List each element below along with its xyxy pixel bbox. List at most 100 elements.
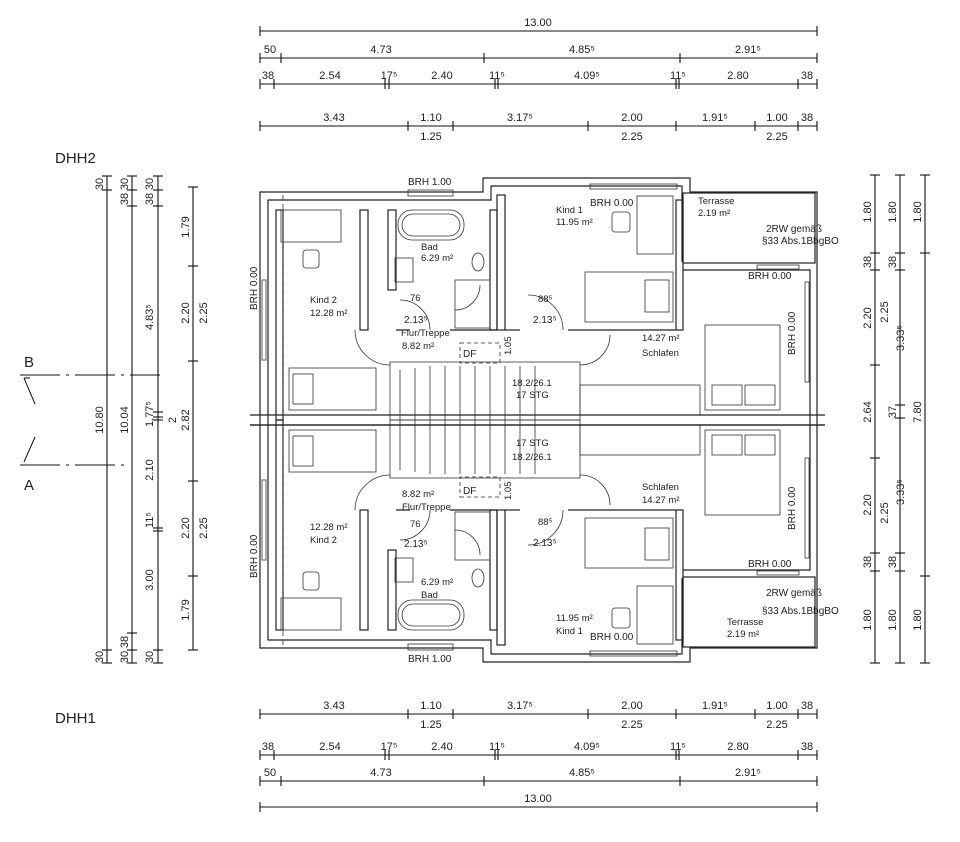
dhh2-door_bad_w: 76 xyxy=(410,293,421,304)
dimension-label: 4.85⁵ xyxy=(569,767,595,779)
dhh1-kind1-area: 11.95 m² xyxy=(556,613,593,624)
dhh1-kind2-name: Kind 2 xyxy=(310,535,337,546)
dimension-label: 2.20 xyxy=(862,307,874,328)
dimension-label: 3.17⁵ xyxy=(507,112,533,124)
dimension-label: 3.33⁵ xyxy=(895,479,907,505)
dhh2-brh_terrasse: BRH 0.00 xyxy=(748,271,792,282)
dimension-label: 1.80 xyxy=(912,609,924,630)
dhh2-rw_line1: 2RW gemäß xyxy=(766,224,822,235)
dhh2-door_kind1_h: 2.13⁵ xyxy=(533,315,557,326)
dimension-label: 2.40 xyxy=(431,741,452,753)
dimension-label: 38 xyxy=(144,193,156,205)
dhh2-stair_ratio: 18.2/26.1 xyxy=(512,378,552,389)
dhh1-bad-area: 6.29 m² xyxy=(421,577,453,588)
dimension-label: 30 xyxy=(94,651,106,663)
dimension-label: 1.10 xyxy=(420,700,441,712)
dimension-label: 2.64 xyxy=(862,401,874,422)
dimension-label: 11⁵ xyxy=(489,70,505,82)
dimension-label: 1.80 xyxy=(887,201,899,222)
dimension-label: 11⁵ xyxy=(670,70,686,82)
dhh1-kind2-area: 12.28 m² xyxy=(310,522,348,533)
dimension-label: 2.54 xyxy=(319,70,340,82)
dhh1-brh_terrasse: BRH 0.00 xyxy=(748,559,792,570)
dimension-label: 1.80 xyxy=(862,609,874,630)
dhh1-terrasse-name: Terrasse xyxy=(727,617,763,628)
dhh2-schlafen-name: Schlafen xyxy=(642,348,679,359)
dimension-label: 2.25 xyxy=(621,719,642,731)
dhh2-brh_left: BRH 0.00 xyxy=(249,266,260,310)
dimension-label: 3.43 xyxy=(323,112,344,124)
dimension-label: 2.25 xyxy=(198,302,210,323)
dimension-label: 38 xyxy=(862,256,874,268)
dhh1-stair_ratio: 18.2/26.1 xyxy=(512,452,552,463)
dimension-label: 2.25 xyxy=(766,719,787,731)
dimension-label: 10.80 xyxy=(94,406,106,434)
dimension-label: 1.77⁵ xyxy=(144,401,156,427)
dhh1-schlafen-name: Schlafen xyxy=(642,482,679,493)
dhh2-terrasse-area: 2.19 m² xyxy=(698,208,730,219)
dimension-label: 4.83⁵ xyxy=(144,304,156,330)
dimension-label: 4.09⁵ xyxy=(574,741,600,753)
dimension-label: 50 xyxy=(264,767,276,779)
dimension-label: 1.91⁵ xyxy=(702,700,728,712)
dimension-label: 38 xyxy=(801,112,813,124)
dimension-label: 50 xyxy=(264,44,276,56)
dimension-label: 38 xyxy=(801,700,813,712)
dimension-label: 2.25 xyxy=(766,131,787,143)
dimension-label: 2.20 xyxy=(862,494,874,515)
dhh1-brh_top: BRH 1.00 xyxy=(408,654,452,665)
dhh1-door_bad_w: 76 xyxy=(410,519,421,530)
dimension-label: 2.20 xyxy=(180,517,192,538)
unit-label-dhh2: DHH2 xyxy=(55,150,96,167)
dimension-label: 2.40 xyxy=(431,70,452,82)
dhh2-flur-name: Flur/Treppe xyxy=(401,328,450,339)
dimension-label: 1.79 xyxy=(180,216,192,237)
dimension-label: 2.00 xyxy=(621,112,642,124)
dimension-label: 4.09⁵ xyxy=(574,70,600,82)
dimension-label: 3.33⁵ xyxy=(895,325,907,351)
dimension-label: 17⁵ xyxy=(381,70,398,82)
dimension-label: 38 xyxy=(887,256,899,268)
dhh2-kind2-name: Kind 2 xyxy=(310,295,337,306)
dimension-label: 2.25 xyxy=(198,517,210,538)
dimension-label: 13.00 xyxy=(524,793,552,805)
dimension-label: 1.80 xyxy=(862,201,874,222)
dimension-label: 2.25 xyxy=(879,502,891,523)
dhh1-stair_steps: 17 STG xyxy=(516,438,549,449)
section-marker-b xyxy=(20,374,160,405)
dimension-label: 4.85⁵ xyxy=(569,44,595,56)
dimension-label: 30 xyxy=(119,178,131,190)
dimension-label: 1.00 xyxy=(766,112,787,124)
dhh1-flur-area: 8.82 m² xyxy=(402,489,434,500)
dimension-label: 38 xyxy=(801,70,813,82)
dimension-label: 13.00 xyxy=(524,17,552,29)
dhh2-stair_height: 1.05 xyxy=(503,337,514,356)
dhh1-rw_line2: §33 Abs.1BbgBO xyxy=(762,606,839,617)
dhh2-bad-name: Bad xyxy=(421,242,438,253)
dhh1-kind1-name: Kind 1 xyxy=(556,626,583,637)
dimension-label: 2 xyxy=(167,417,179,423)
dhh1-door_bad_h: 2.13⁵ xyxy=(404,539,428,550)
dhh2-kind1-area: 11.95 m² xyxy=(556,217,593,228)
dhh2-brh_top: BRH 1.00 xyxy=(408,177,452,188)
dhh2-flur-area: 8.82 m² xyxy=(402,341,434,352)
dhh1-stair_height: 1.05 xyxy=(503,482,514,501)
dhh1-door_kind1_h: 2.13⁵ xyxy=(533,538,557,549)
dimension-label: 4.73 xyxy=(370,44,391,56)
dimension-label: 30 xyxy=(94,178,106,190)
section-marker-a xyxy=(20,436,125,466)
dimension-label: 3.00 xyxy=(144,569,156,590)
dimension-label: 2.54 xyxy=(319,741,340,753)
dhh2-door_bad_h: 2.13⁵ xyxy=(404,315,428,326)
dhh1-df: DF xyxy=(463,486,476,497)
dimension-label: 38 xyxy=(862,556,874,568)
dhh2-kind1-name: Kind 1 xyxy=(556,205,583,216)
dimension-label: 37 xyxy=(887,406,899,418)
dimension-label: 4.73 xyxy=(370,767,391,779)
dhh2-stair_steps: 17 STG xyxy=(516,390,549,401)
dimension-label: 38 xyxy=(801,741,813,753)
dimension-label: 1.00 xyxy=(766,700,787,712)
unit-label-dhh1: DHH1 xyxy=(55,710,96,727)
dhh2-bad-area: 6.29 m² xyxy=(421,253,453,264)
